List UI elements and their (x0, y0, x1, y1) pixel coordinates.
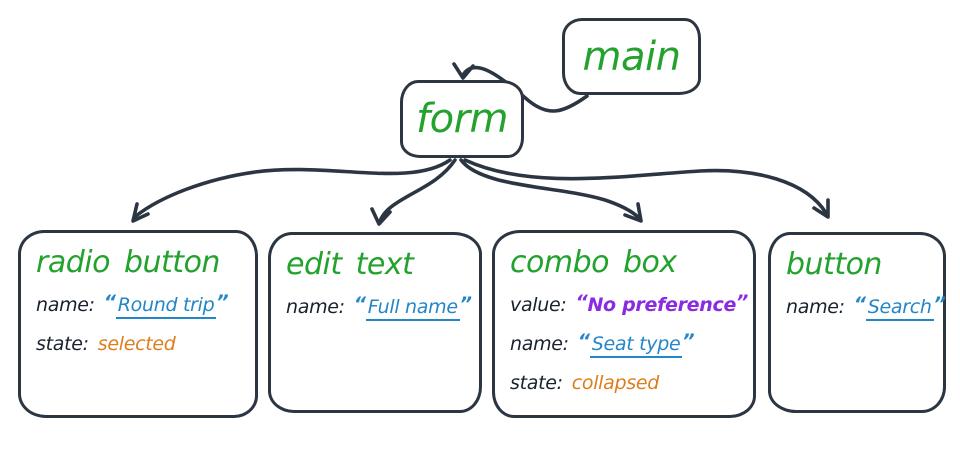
property-value: Search (865, 296, 934, 321)
edge-form-button (463, 158, 830, 219)
arrowhead-icon (623, 202, 643, 223)
property-row-value: value: “No preference” (510, 291, 748, 318)
node-radio-button: radio button name: “Round trip” state: sel… (18, 230, 258, 418)
node-combo-box: combo box value:“No preference” name:“Se… (492, 230, 756, 418)
node-form: form (400, 80, 524, 158)
arrowhead-icon (812, 198, 830, 219)
close-quote: ” (459, 293, 472, 315)
property-row-name: name: “Round trip” (36, 291, 242, 319)
property-label: name: (36, 294, 95, 316)
property-value: collapsed (571, 372, 660, 394)
arrowhead-icon (370, 207, 392, 226)
close-quote: ” (933, 293, 946, 315)
node-role-radio-button: radio button (36, 245, 220, 280)
property-row-name: name: “Search” (786, 293, 946, 321)
edge-form-combo-box (459, 158, 643, 223)
property-row-name: name: “Seat type” (510, 330, 740, 358)
close-quote: ” (736, 291, 748, 313)
property-label: name: (286, 296, 345, 318)
node-edit-text: edit text name: “Full name” (268, 232, 482, 413)
edge-curve (378, 158, 457, 223)
arrowhead-icon (452, 62, 475, 80)
property-label: state: (510, 372, 563, 394)
property-label: name: (510, 333, 569, 355)
property-list: name: “Full name” (286, 293, 472, 321)
property-row-state: state: collapsed (510, 370, 740, 396)
property-label: value: (510, 294, 567, 316)
property-label: name: (786, 296, 845, 318)
edge-curve (134, 158, 452, 218)
property-list: value:“No preference” name:“Seat type” s… (510, 291, 748, 396)
edge-curve (459, 158, 641, 220)
edge-form-radio-button (131, 158, 452, 223)
node-role-button: button (786, 247, 882, 282)
open-quote: “ (103, 291, 116, 313)
open-quote: “ (575, 291, 588, 313)
arrowhead-icon (131, 202, 150, 223)
edge-curve (463, 158, 828, 215)
property-value: selected (97, 333, 176, 355)
property-value: Round trip (115, 294, 217, 319)
node-role-edit-text: edit text (286, 247, 414, 282)
node-role-combo-box: combo box (510, 245, 677, 280)
open-quote: “ (853, 293, 866, 315)
property-list: name: “Round trip” state: selected (36, 291, 242, 357)
close-quote: ” (682, 330, 695, 352)
edge-form-edit-text (370, 158, 457, 226)
property-value: No preference (587, 294, 737, 316)
node-role-form: form (416, 96, 508, 142)
property-list: name: “Search” (786, 293, 946, 321)
node-role-main: main (582, 33, 681, 80)
property-label: state: (36, 333, 89, 355)
open-quote: “ (353, 293, 366, 315)
property-row-state: state: selected (36, 331, 242, 357)
node-main: main (562, 18, 701, 95)
close-quote: ” (216, 291, 229, 313)
property-value: Full name (365, 296, 460, 321)
node-button: button name: “Search” (768, 232, 946, 413)
property-value: Seat type (589, 333, 683, 358)
property-row-name: name: “Full name” (286, 293, 472, 321)
open-quote: “ (577, 330, 590, 352)
